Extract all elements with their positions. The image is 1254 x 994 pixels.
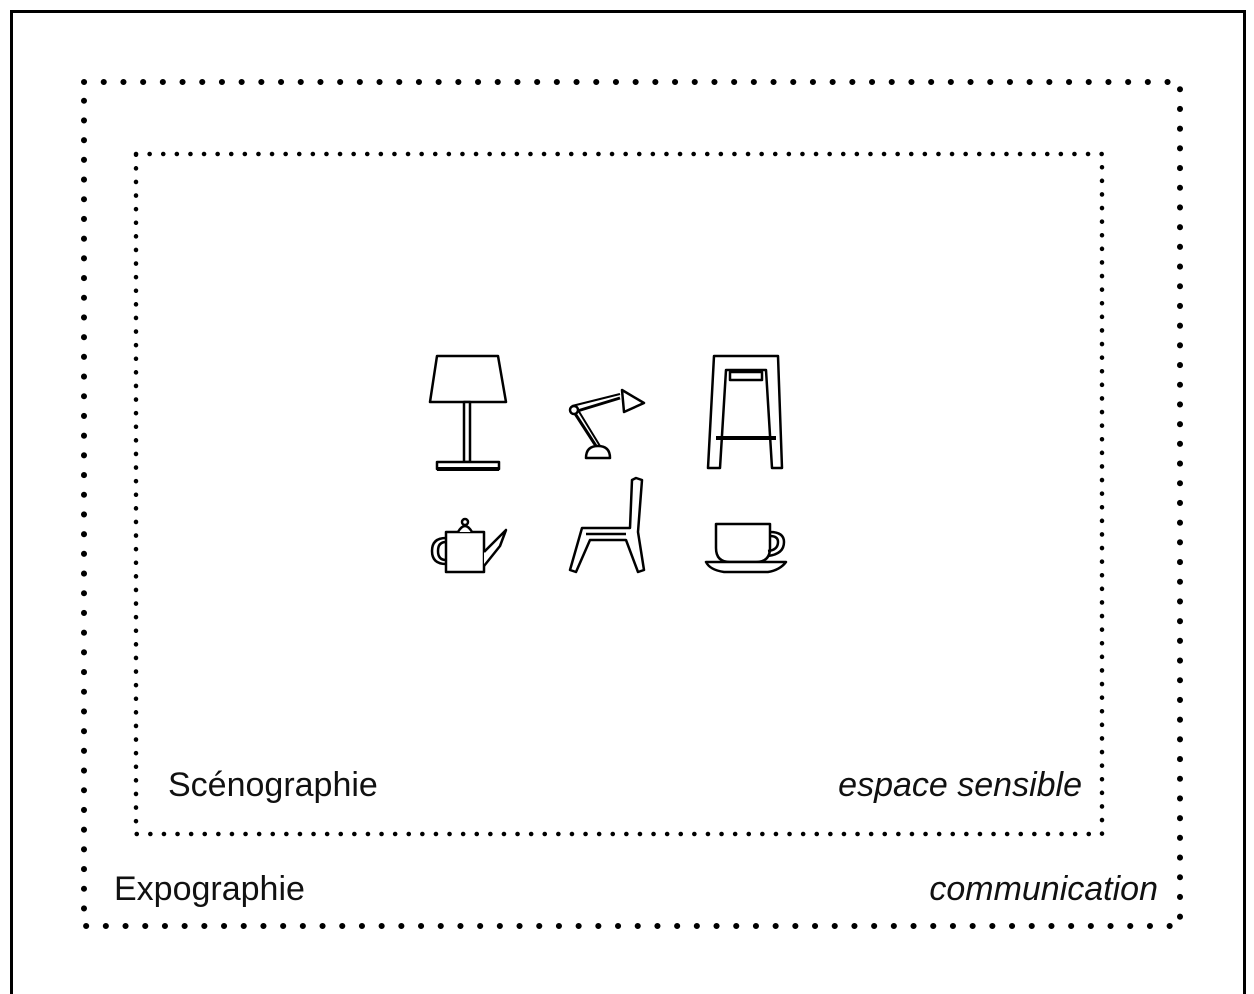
expographie-label: Expographie xyxy=(114,870,305,908)
table-lamp-icon xyxy=(428,354,508,471)
espace-sensible-label: espace sensible xyxy=(838,766,1082,804)
scenographie-label: Scénographie xyxy=(168,766,378,804)
bar-stool-icon xyxy=(706,354,784,470)
scenographie-zone-border xyxy=(133,151,1105,837)
communication-label: communication xyxy=(929,870,1158,908)
desk-lamp-icon xyxy=(568,388,646,460)
expographie-zone-border xyxy=(81,79,1183,929)
chair-icon xyxy=(568,476,646,574)
outer-border-frame xyxy=(10,10,1246,994)
teapot-icon xyxy=(430,517,508,574)
cup-and-saucer-icon xyxy=(704,522,788,574)
